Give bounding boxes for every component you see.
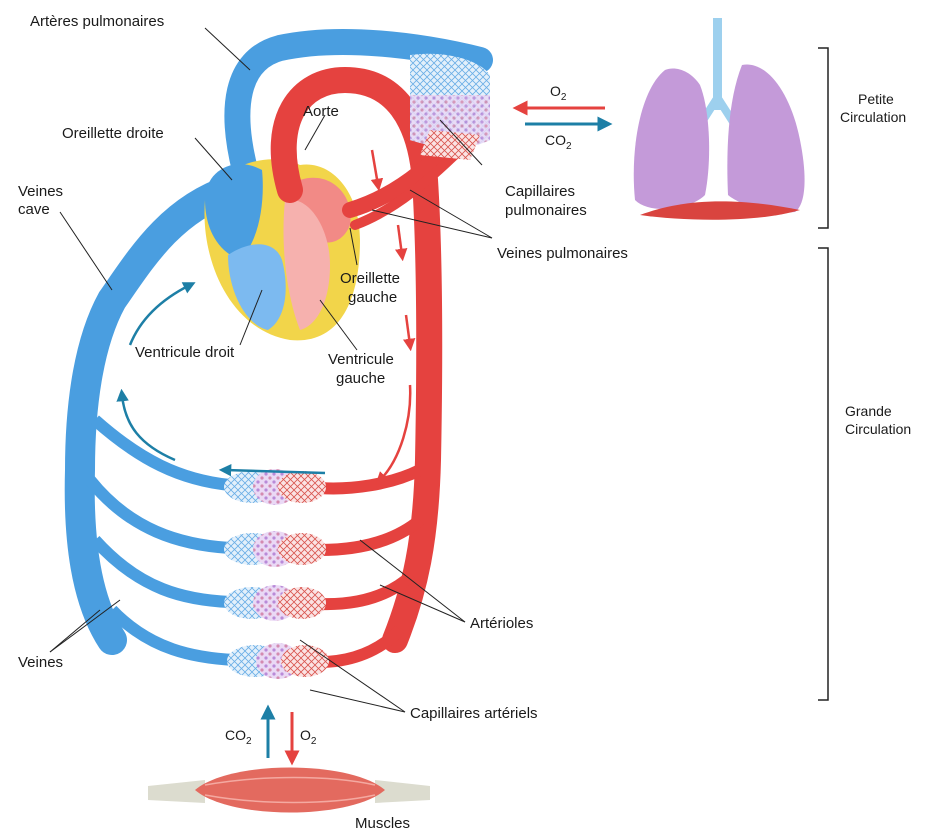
label-oreillette-gauche-1: Oreillette xyxy=(340,270,400,287)
label-capillaires-arteriels: Capillaires artériels xyxy=(410,705,538,722)
muscle-co2-label: CO2 xyxy=(225,727,252,747)
label-ventricule-gauche-2: gauche xyxy=(336,370,385,387)
vein-branch-1 xyxy=(95,420,230,485)
right-ventricle xyxy=(228,244,286,330)
muscle-o2-label: O2 xyxy=(300,727,317,747)
label-petite-circulation-2: Circulation xyxy=(840,109,906,125)
label-arteres-pulmonaires: Artères pulmonaires xyxy=(30,13,164,30)
label-capillaires-pulmonaires-1: Capillaires xyxy=(505,183,575,200)
brackets xyxy=(818,48,828,700)
artery-branch-2 xyxy=(320,520,420,550)
flow-arrow-blue-3 xyxy=(130,285,190,345)
muscle-tendon-left xyxy=(148,780,205,803)
muscle xyxy=(148,768,430,813)
label-ventricule-droit: Ventricule droit xyxy=(135,344,235,361)
capillary-bed-3 xyxy=(224,585,326,621)
label-petite-circulation-1: Petite xyxy=(858,91,894,107)
capillary-bed-4 xyxy=(227,643,329,679)
artery-branch-1 xyxy=(320,470,420,488)
muscle-belly xyxy=(195,768,385,813)
label-veines-cave-1: Veines xyxy=(18,183,63,200)
label-oreillette-gauche-2: gauche xyxy=(348,289,397,306)
flow-arrow-red-1 xyxy=(372,150,378,185)
left-lung xyxy=(634,69,709,210)
label-capillaires-pulmonaires-2: pulmonaires xyxy=(505,202,587,219)
label-veines-pulmonaires: Veines pulmonaires xyxy=(497,245,628,262)
artery-branch-4 xyxy=(320,630,400,662)
vein-branch-2 xyxy=(90,480,230,548)
lung-co2-label: CO2 xyxy=(545,132,572,152)
bracket-grande xyxy=(818,248,828,700)
muscle-gas-exchange: CO2 O2 xyxy=(225,712,317,758)
lungs xyxy=(634,18,805,220)
label-veines: Veines xyxy=(18,654,63,671)
capillary-bed-2 xyxy=(224,531,326,567)
trachea xyxy=(713,18,722,110)
flow-arrow-red-3 xyxy=(406,315,410,345)
capillary-bed-1 xyxy=(224,469,326,505)
label-muscles: Muscles xyxy=(355,815,410,832)
label-grande-circulation-1: Grande xyxy=(845,403,892,419)
right-lung xyxy=(727,64,804,212)
lung-o2-label: O2 xyxy=(550,83,567,103)
label-oreillette-droite: Oreillette droite xyxy=(62,125,164,142)
label-aorte: Aorte xyxy=(303,103,339,120)
flow-arrow-red-2 xyxy=(398,225,402,255)
flow-arrow-red-4 xyxy=(380,385,410,480)
body-capillary-beds xyxy=(224,469,329,679)
vein-branch-4 xyxy=(112,610,235,660)
label-ventricule-gauche-1: Ventricule xyxy=(328,351,394,368)
bracket-petite xyxy=(818,48,828,228)
lung-gas-exchange: O2 CO2 xyxy=(520,83,605,152)
label-veines-cave-2: cave xyxy=(18,201,50,218)
label-arterioles: Artérioles xyxy=(470,615,533,632)
label-grande-circulation-2: Circulation xyxy=(845,421,911,437)
vena-cava xyxy=(80,190,230,640)
muscle-tendon-right xyxy=(375,780,430,803)
